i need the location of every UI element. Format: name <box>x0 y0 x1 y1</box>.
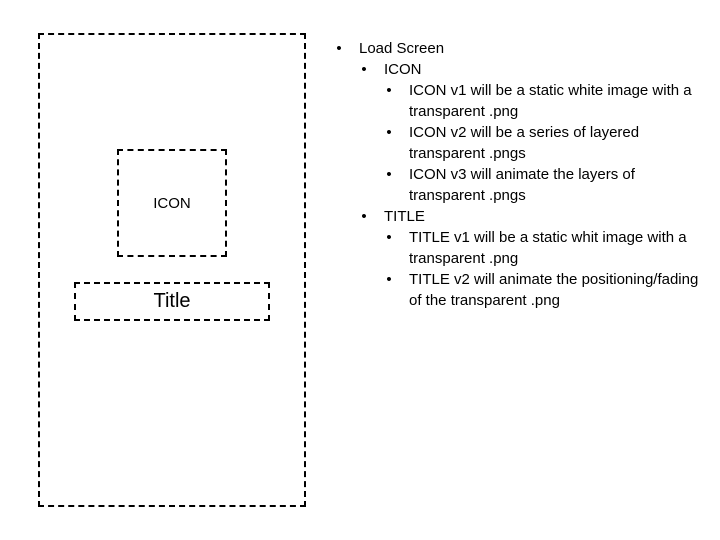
list-item: • TITLE • TITLE v1 will be a static whit… <box>359 206 714 311</box>
note-text: ICON v3 will animate the layers of trans… <box>409 166 635 204</box>
list-item: • TITLE v1 will be a static whit image w… <box>384 227 714 269</box>
section-label: TITLE <box>384 208 425 225</box>
title-placeholder-label: Title <box>153 290 191 312</box>
bullet-icon: • <box>361 208 367 225</box>
bullet-icon: • <box>386 124 392 141</box>
note-text: ICON v1 will be a static white image wit… <box>409 82 692 120</box>
list-item: • TITLE v2 will animate the positioning/… <box>384 269 714 311</box>
phone-screen-outline <box>38 33 306 507</box>
note-text: ICON v2 will be a series of layered tran… <box>409 124 640 162</box>
list-item: • ICON • ICON v1 will be a static white … <box>359 59 714 206</box>
bullet-icon: • <box>386 271 392 288</box>
bullet-icon: • <box>361 61 367 78</box>
bullet-icon: • <box>386 229 392 246</box>
note-text: TITLE v1 will be a static whit image wit… <box>409 229 687 267</box>
bullet-icon: • <box>386 82 392 99</box>
notes-outline: • Load Screen • ICON • ICON v1 will be a… <box>334 38 714 311</box>
bullet-icon: • <box>336 40 342 57</box>
section-label: ICON <box>384 61 422 78</box>
notes-heading: Load Screen <box>359 40 445 57</box>
icon-placeholder: ICON <box>117 149 227 257</box>
list-item: • ICON v2 will be a series of layered tr… <box>384 122 714 164</box>
list-item: • ICON v3 will animate the layers of tra… <box>384 164 714 206</box>
note-text: TITLE v2 will animate the positioning/fa… <box>409 271 699 309</box>
list-item: • ICON v1 will be a static white image w… <box>384 80 714 122</box>
bullet-icon: • <box>386 166 392 183</box>
title-placeholder: Title <box>74 282 270 321</box>
icon-placeholder-label: ICON <box>153 194 191 212</box>
list-item: • Load Screen • ICON • ICON v1 will be a… <box>334 38 714 311</box>
